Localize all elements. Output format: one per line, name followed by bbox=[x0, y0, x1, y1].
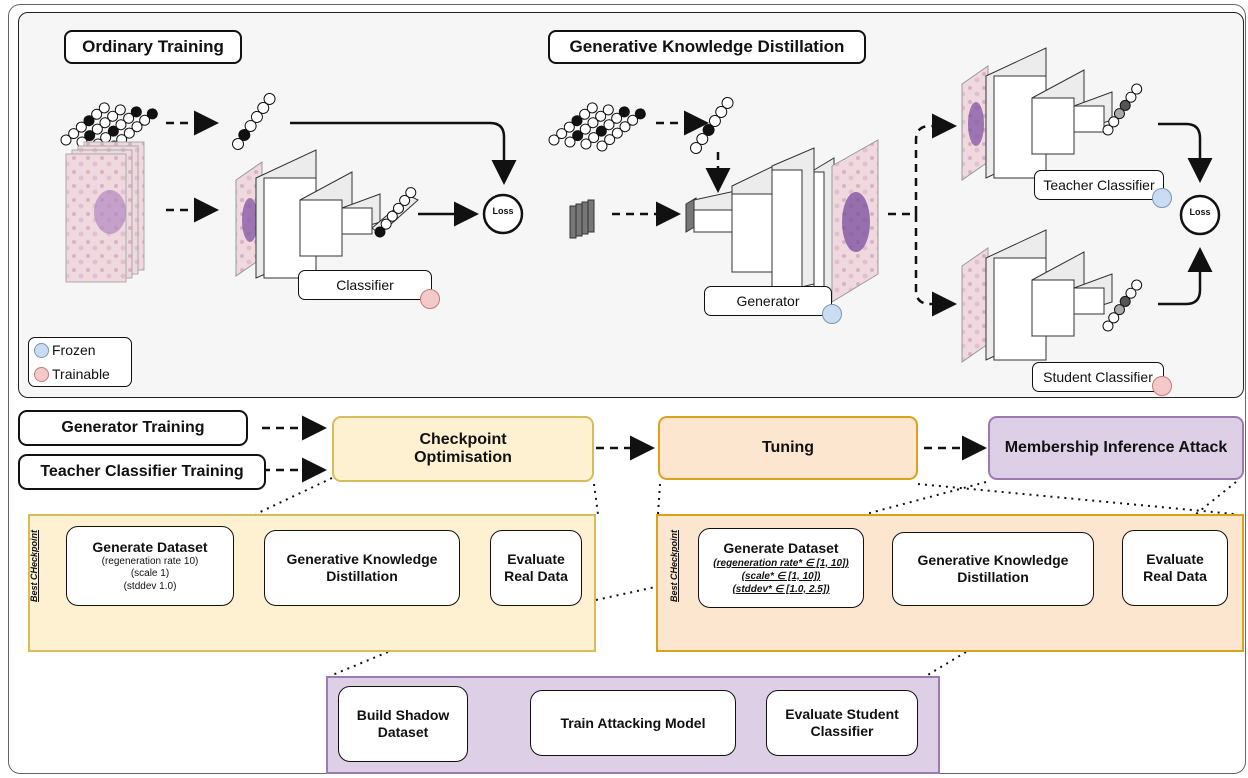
label-vector bbox=[232, 92, 276, 150]
evaluate-student-text: Evaluate Student Classifier bbox=[785, 706, 899, 739]
checkpoint-optimisation-box: Checkpoint Optimisation bbox=[332, 416, 594, 482]
generate-dataset-title: Generate Dataset bbox=[92, 538, 208, 555]
frozen-indicator-teacher bbox=[1152, 188, 1172, 208]
tuning-evaluate-text: Evaluate Real Data bbox=[1143, 551, 1207, 584]
param-stddev: (stddev 1.0) bbox=[123, 580, 177, 592]
loss-node-left bbox=[482, 193, 524, 235]
build-shadow-dataset-node: Build Shadow Dataset bbox=[338, 686, 468, 762]
membership-inference-attack-box: Membership Inference Attack bbox=[988, 416, 1244, 480]
param-regeneration: (regeneration rate 10) bbox=[101, 555, 199, 567]
zoom-connectors bbox=[255, 477, 1237, 677]
tuning-evaluate-node: Evaluate Real Data bbox=[1122, 530, 1228, 606]
legend-trainable: Trainable bbox=[52, 366, 110, 382]
train-attacking-model-node: Train Attacking Model bbox=[530, 690, 736, 756]
frozen-indicator-generator bbox=[822, 304, 842, 324]
loss-label-left: Loss bbox=[492, 206, 514, 216]
teacher-output-vector bbox=[1102, 83, 1143, 136]
generate-dataset-node: Generate Dataset (regeneration rate 10) … bbox=[66, 526, 234, 606]
student-classifier-network bbox=[961, 229, 1113, 363]
trainable-indicator-student bbox=[1152, 376, 1172, 396]
gkd-label-vector bbox=[690, 96, 734, 154]
trainable-swatch bbox=[34, 366, 49, 382]
gkd-node: Generative Knowledge Distillation bbox=[264, 530, 460, 606]
legend-frozen: Frozen bbox=[52, 342, 96, 358]
classifier-network bbox=[235, 149, 419, 279]
generator-network bbox=[685, 139, 879, 303]
gkd-label-vectors-stack bbox=[548, 102, 646, 152]
evaluate-student-node: Evaluate Student Classifier bbox=[766, 690, 918, 756]
tuning-gkd-text: Generative Knowledge Distillation bbox=[917, 552, 1069, 585]
input-image-stack bbox=[65, 141, 145, 283]
legend: Frozen Trainable bbox=[28, 337, 132, 387]
teacher-classifier-network bbox=[961, 47, 1113, 181]
tuning-param-scale: (scale* ∈ [1, 10]) bbox=[741, 570, 821, 582]
tuning-generate-title: Generate Dataset bbox=[723, 540, 839, 557]
teacher-classifier-label: Teacher Classifier bbox=[1034, 170, 1164, 200]
evaluate-node-text: Evaluate Real Data bbox=[504, 551, 568, 584]
teacher-training-box: Teacher Classifier Training bbox=[18, 454, 266, 490]
generator-training-box: Generator Training bbox=[18, 410, 248, 446]
tuning-gkd-node: Generative Knowledge Distillation bbox=[892, 532, 1094, 606]
tuning-param-regeneration: (regeneration rate* ∈ [1, 10]) bbox=[713, 557, 849, 569]
trainable-indicator-classifier bbox=[420, 289, 440, 309]
noise-input-stack bbox=[569, 199, 595, 239]
checkpoint-side-label: Best CHeckpoint bbox=[29, 530, 39, 603]
param-scale: (scale 1) bbox=[130, 568, 170, 580]
loss-node-right bbox=[1179, 194, 1221, 236]
gkd-node-text: Generative Knowledge Distillation bbox=[286, 551, 438, 584]
classifier-output-vector bbox=[374, 187, 417, 238]
generator-label: Generator bbox=[704, 286, 832, 316]
evaluate-real-data-node: Evaluate Real Data bbox=[490, 530, 582, 606]
tuning-param-stddev: (stddev* ∈ [1.0, 2.5]) bbox=[732, 583, 830, 595]
gkd-title: Generative Knowledge Distillation bbox=[548, 30, 866, 64]
checkpoint-optimisation-text: Checkpoint Optimisation bbox=[414, 431, 512, 466]
tuning-generate-dataset-node: Generate Dataset (regeneration rate* ∈ [… bbox=[698, 528, 864, 608]
classifier-label: Classifier bbox=[298, 270, 432, 300]
tuning-box: Tuning bbox=[658, 416, 918, 480]
shadow-text: Build Shadow Dataset bbox=[356, 707, 450, 740]
loss-label-right: Loss bbox=[1189, 207, 1211, 217]
student-classifier-label: Student Classifier bbox=[1032, 362, 1164, 392]
student-output-vector bbox=[1102, 279, 1143, 332]
frozen-swatch bbox=[34, 342, 49, 358]
tuning-side-label: Best CHeckpoint bbox=[669, 530, 679, 603]
ordinary-training-title: Ordinary Training bbox=[64, 30, 242, 64]
